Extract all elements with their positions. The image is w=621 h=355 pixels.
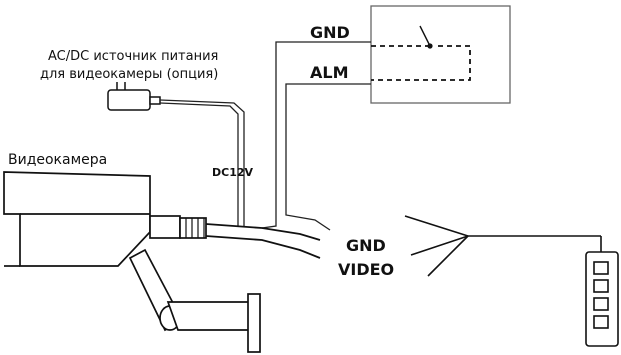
- camera-mount: [128, 248, 261, 353]
- gnd-bottom-label: GND: [346, 236, 386, 255]
- power-source-label-1: AC/DC источник питания: [48, 49, 218, 64]
- dc12v-label: DC12V: [212, 166, 254, 179]
- output-cable: [404, 215, 602, 277]
- alarm-relay-box: [370, 5, 511, 104]
- gnd-top-label: GND: [310, 23, 350, 42]
- relay-switch-dashed: [371, 25, 471, 81]
- power-adapter-icon: [107, 82, 161, 111]
- relay-contact-dot: [427, 43, 433, 49]
- power-source-label-2: для видеокамеры (опция): [40, 67, 218, 82]
- camera-label: Видеокамера: [8, 152, 107, 168]
- video-label: VIDEO: [338, 260, 394, 279]
- camera-cable: [205, 223, 321, 259]
- dc12v-wire: [159, 99, 245, 226]
- alarm-wires: [261, 41, 371, 231]
- camera-body: [3, 171, 207, 267]
- terminal-connector-icon: [585, 251, 619, 347]
- alm-label: ALM: [310, 63, 349, 82]
